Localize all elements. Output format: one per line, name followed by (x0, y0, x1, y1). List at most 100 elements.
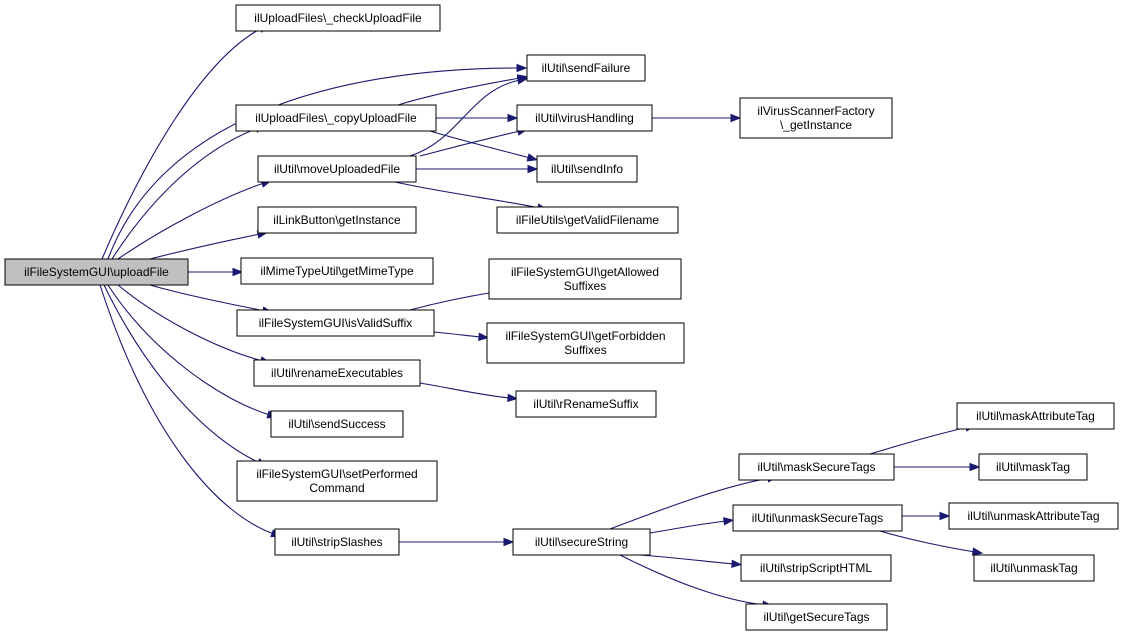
node-box (745, 603, 888, 631)
edge-unmaskSecure-to-unmaskTag (879, 530, 976, 553)
edge-moveUploaded-to-getValidFilename (394, 181, 541, 209)
node-label: ilUtil\renameExecutables (271, 366, 403, 380)
node-virusScanner[interactable]: ilVirusScannerFactory\_getInstance (739, 97, 893, 139)
node-maskSecure[interactable]: ilUtil\maskSecureTags (738, 453, 895, 481)
node-label: ilUtil\maskTag (996, 460, 1070, 474)
node-sendSuccess[interactable]: ilUtil\sendSuccess (270, 410, 404, 438)
edge-root-to-copyUpload (111, 127, 259, 260)
node-maskTag[interactable]: ilUtil\maskTag (978, 453, 1088, 481)
node-label: ilLinkButton\getInstance (273, 213, 401, 227)
node-box (270, 410, 404, 438)
arrowhead-isValidSuffix-to-getForbidden (478, 332, 490, 341)
call-nodes: ilFileSystemGUI\uploadFile ilUploadFiles\… (4, 4, 1119, 631)
edge-root-to-moveUploaded (117, 182, 265, 260)
edge-copyUpload-to-sendFailure (397, 77, 521, 106)
edge-root-to-renameExec (117, 284, 264, 362)
node-secureString[interactable]: ilUtil\secureString (512, 528, 651, 556)
node-getSecureTags[interactable]: ilUtil\getSecureTags (745, 603, 888, 631)
node-rRename[interactable]: ilUtil\rRenameSuffix (515, 390, 657, 418)
node-box (516, 104, 653, 132)
node-label: ilFileSystemGUI\isValidSuffix (259, 316, 413, 330)
node-label: ilUtil\unmaskSecureTags (752, 511, 883, 525)
edge-maskSecure-to-maskAttr (869, 426, 969, 455)
node-box (235, 104, 437, 132)
node-box (956, 402, 1115, 430)
node-box (978, 453, 1088, 481)
call-edges (99, 24, 984, 609)
node-label: ilUtil\sendFailure (542, 61, 631, 75)
edge-root-to-stripSlashes (99, 284, 275, 535)
node-isValidSuffix[interactable]: ilFileSystemGUI\isValidSuffix (236, 309, 435, 337)
node-box (253, 359, 421, 387)
node-box (738, 453, 895, 481)
node-label: Suffixes (564, 343, 606, 357)
node-stripScript[interactable]: ilUtil\stripScriptHTML (740, 554, 892, 582)
edge-root-to-checkUpload (101, 27, 263, 260)
node-label: ilUtil\unmaskTag (990, 561, 1077, 575)
node-box (235, 4, 441, 32)
node-label: ilUtil\stripScriptHTML (760, 561, 872, 575)
node-label: ilFileSystemGUI\getForbidden (505, 329, 665, 343)
node-sendFailure[interactable]: ilUtil\sendFailure (526, 54, 646, 82)
node-label: ilUtil\rRenameSuffix (533, 397, 638, 411)
edge-root-to-sendSuccess (107, 284, 271, 416)
node-unmaskAttr[interactable]: ilUtil\unmaskAttributeTag (948, 502, 1119, 530)
node-label: ilUtil\secureString (535, 535, 628, 549)
edge-root-to-setPerformed (103, 284, 261, 464)
node-box (257, 206, 417, 234)
edge-secureString-to-unmaskSecure (649, 520, 727, 534)
node-copyUpload[interactable]: ilUploadFiles\_copyUploadFile (235, 104, 437, 132)
node-mimeType[interactable]: ilMimeTypeUtil\getMimeType (240, 257, 434, 285)
node-box (240, 257, 434, 285)
node-checkUpload[interactable]: ilUploadFiles\_checkUploadFile (235, 4, 441, 32)
node-virusHandling[interactable]: ilUtil\virusHandling (516, 104, 653, 132)
node-getValidFilename[interactable]: ilFileUtils\getValidFilename (496, 206, 679, 234)
node-linkButton[interactable]: ilLinkButton\getInstance (257, 206, 417, 234)
arrowhead-moveUploaded-to-sendInfo (527, 164, 539, 174)
node-label: ilUploadFiles\_copyUploadFile (255, 111, 417, 125)
edge-renameExec-to-rRename (419, 382, 511, 399)
edge-secureString-to-getSecureTags (619, 554, 766, 606)
node-label: Command (309, 481, 364, 495)
node-box (536, 155, 638, 183)
node-label: ilVirusScannerFactory (757, 104, 874, 118)
node-label: ilUtil\virusHandling (535, 111, 634, 125)
node-box (948, 502, 1119, 530)
node-label: ilUtil\getSecureTags (763, 610, 869, 624)
node-root[interactable]: ilFileSystemGUI\uploadFile (4, 258, 189, 286)
node-label: Suffixes (564, 279, 606, 293)
node-box (512, 528, 651, 556)
node-label: ilUtil\moveUploadedFile (274, 162, 400, 176)
arrowhead-secureString-to-stripScript (731, 559, 743, 569)
node-box (732, 504, 903, 532)
arrowhead-root-to-sendFailure (516, 63, 528, 73)
node-box (4, 258, 189, 286)
node-unmaskSecure[interactable]: ilUtil\unmaskSecureTags (732, 504, 903, 532)
node-label: ilFileSystemGUI\setPerformed (256, 467, 417, 481)
edge-root-to-linkButton (149, 233, 261, 260)
node-label: ilUtil\stripSlashes (291, 535, 382, 549)
arrowhead-unmaskSecure-to-unmaskAttr (939, 511, 951, 521)
node-label: \_getInstance (780, 118, 852, 132)
arrowhead-renameExec-to-rRename (507, 393, 519, 402)
node-box (515, 390, 657, 418)
node-box (257, 155, 417, 183)
node-box (739, 97, 893, 139)
arrowhead-stripSlashes-to-secureString (503, 537, 515, 547)
arrowhead-secureString-to-unmaskSecure (723, 517, 735, 526)
edge-secureString-to-maskSecure (609, 477, 771, 530)
node-sendInfo[interactable]: ilUtil\sendInfo (536, 155, 638, 183)
edge-copyUpload-to-sendInfo (429, 130, 531, 159)
node-maskAttr[interactable]: ilUtil\maskAttributeTag (956, 402, 1115, 430)
node-moveUploaded[interactable]: ilUtil\moveUploadedFile (257, 155, 417, 183)
node-label: ilUtil\unmaskAttributeTag (967, 509, 1099, 523)
node-stripSlashes[interactable]: ilUtil\stripSlashes (274, 528, 400, 556)
arrowhead-copyUpload-to-sendInfo (526, 153, 539, 162)
node-unmaskTag[interactable]: ilUtil\unmaskTag (973, 554, 1095, 582)
node-renameExec[interactable]: ilUtil\renameExecutables (253, 359, 421, 387)
arrowhead-virusHandling-to-virusScanner (730, 113, 742, 123)
